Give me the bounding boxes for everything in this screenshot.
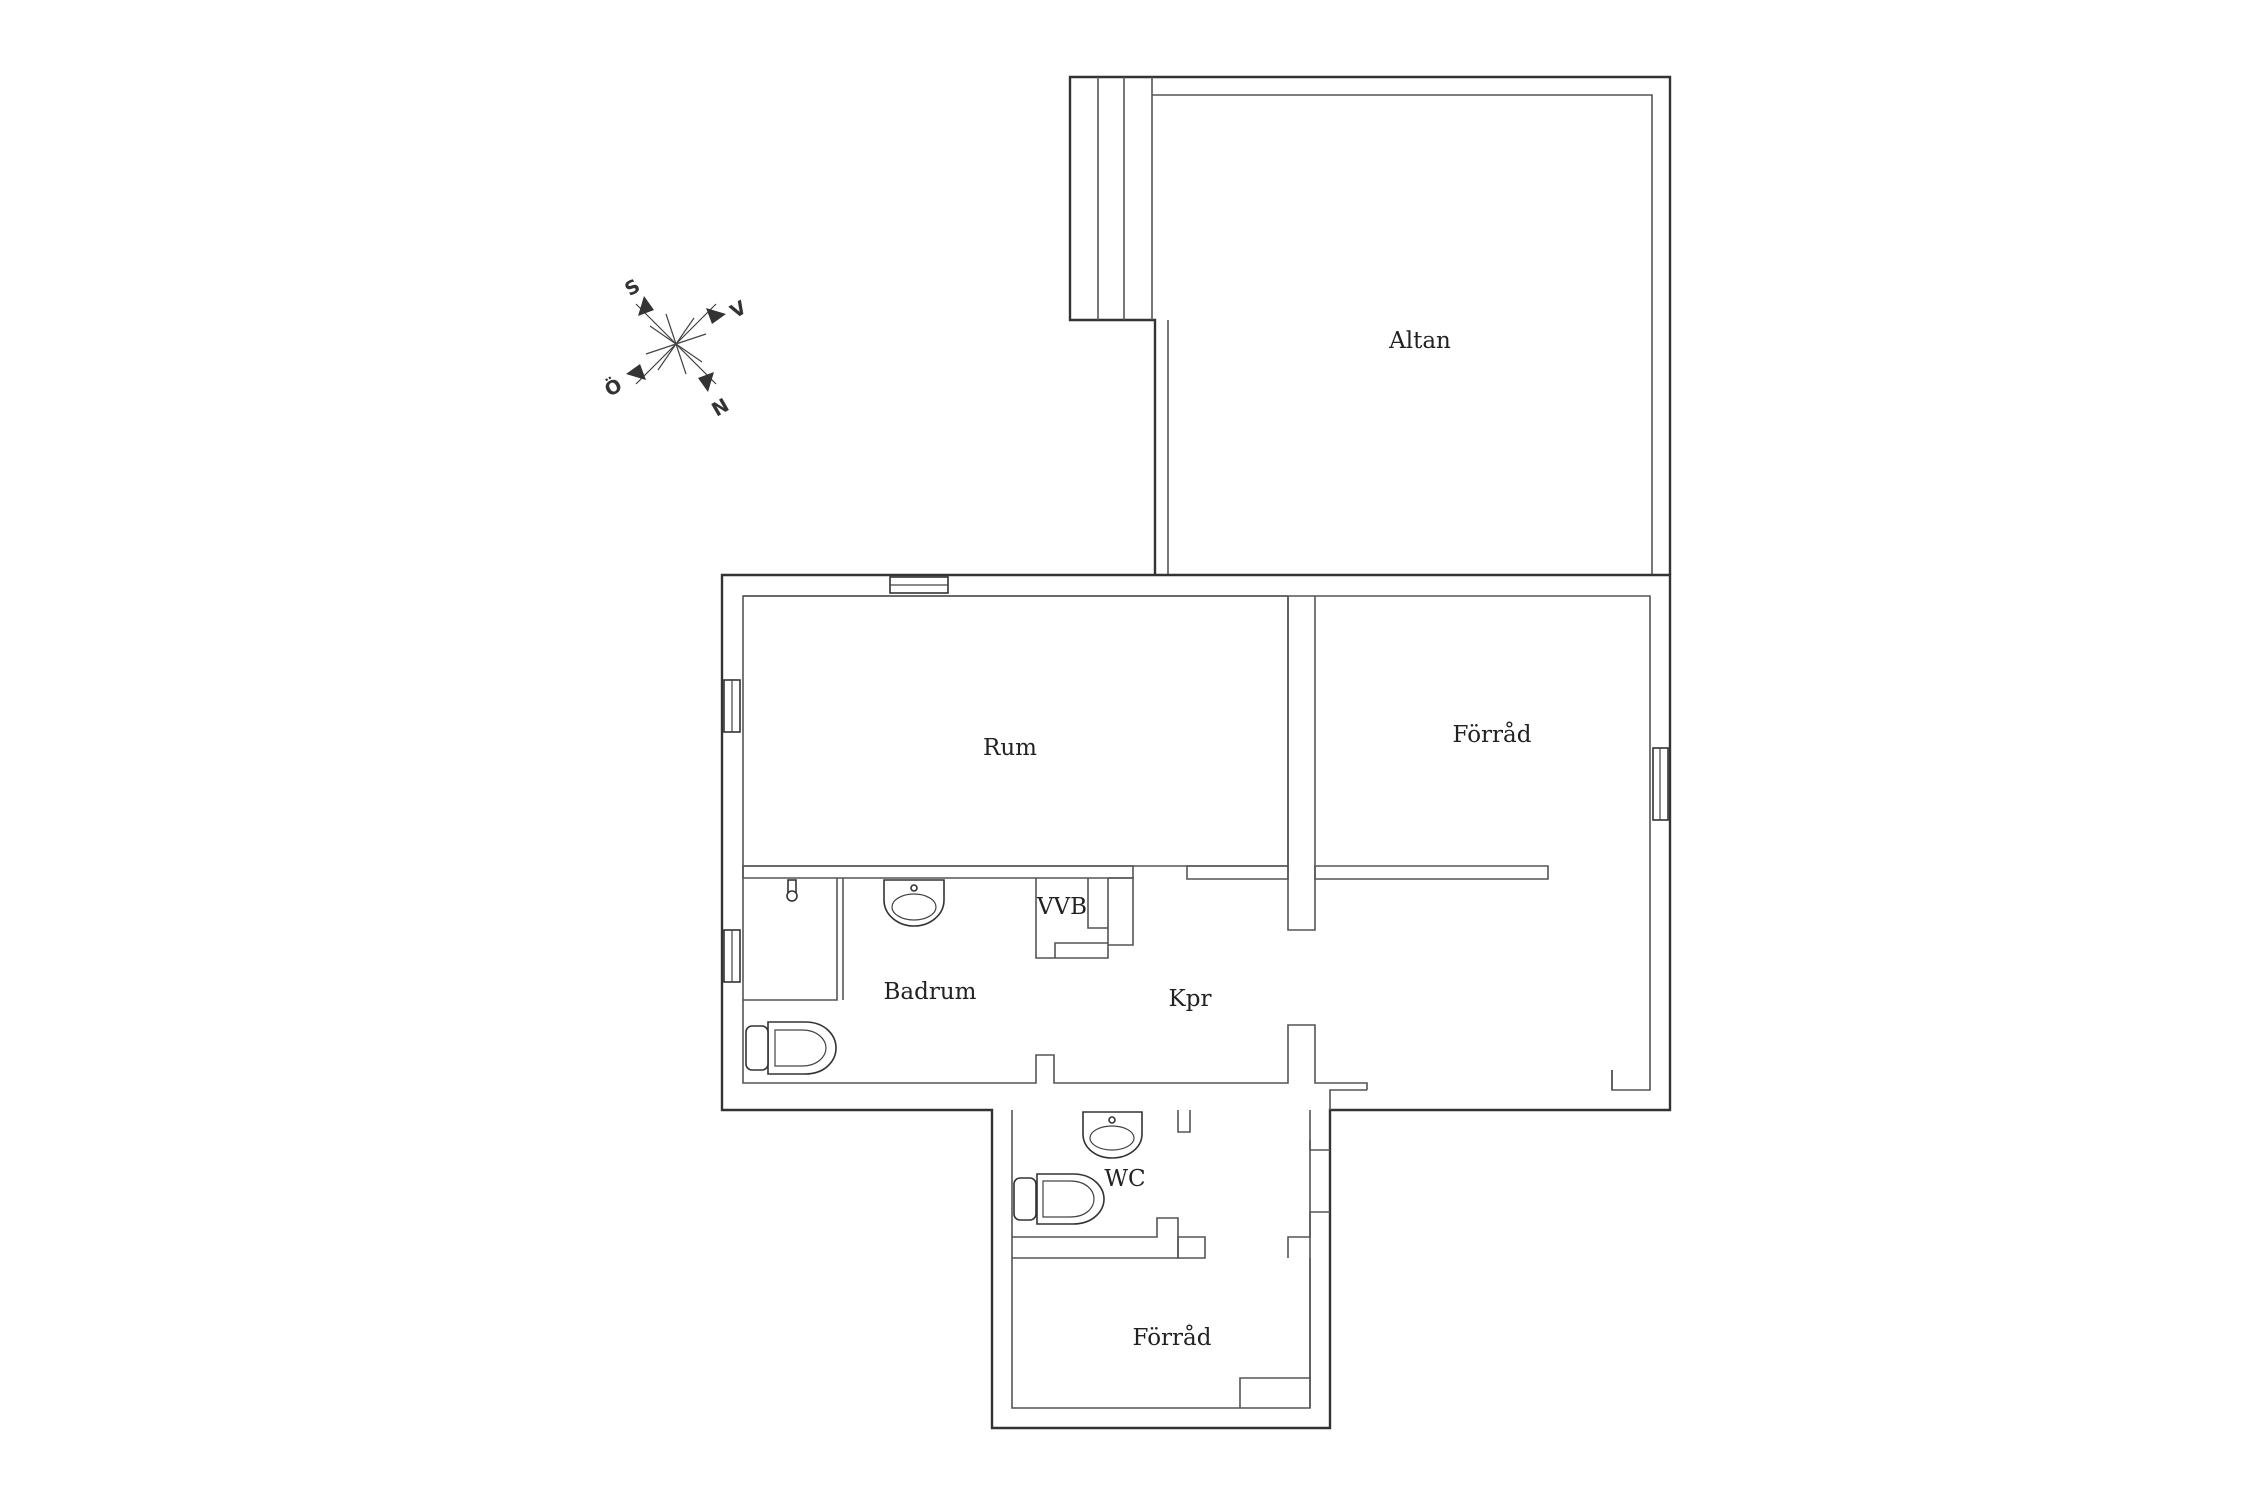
altan-structure	[1068, 75, 1672, 575]
room-label-forrad-lower: Förråd	[1133, 1324, 1212, 1351]
compass-rose: S V Ö N	[600, 275, 751, 421]
room-label-badrum: Badrum	[884, 979, 977, 1005]
compass-arrow-n	[698, 372, 714, 392]
bathroom-toilet	[745, 1021, 837, 1075]
windows	[723, 576, 1669, 983]
shower-fixture	[786, 879, 798, 902]
compass-label-o: Ö	[600, 373, 626, 402]
compass-label-s: S	[621, 275, 644, 301]
compass-spokes	[635, 303, 717, 385]
interior-walls	[742, 595, 1613, 1090]
bathroom-sink	[883, 879, 945, 927]
lower-wing-walls	[1011, 1110, 1330, 1409]
wc-toilet	[1013, 1173, 1105, 1225]
room-label-wc: WC	[1104, 1166, 1145, 1192]
room-label-vvb: VVB	[1036, 894, 1087, 920]
compass-label-n: N	[708, 394, 733, 421]
compass-label-v: V	[727, 297, 751, 324]
room-label-forrad-upper: Förråd	[1453, 721, 1532, 748]
wc-sink	[1082, 1111, 1143, 1159]
compass-arrow-s	[638, 296, 654, 316]
compass-arrow-o	[626, 364, 646, 380]
room-label-rum: Rum	[983, 735, 1037, 761]
room-label-altan: Altan	[1388, 328, 1451, 354]
compass-arrow-v	[706, 308, 726, 324]
room-label-kpr: Kpr	[1169, 986, 1212, 1012]
